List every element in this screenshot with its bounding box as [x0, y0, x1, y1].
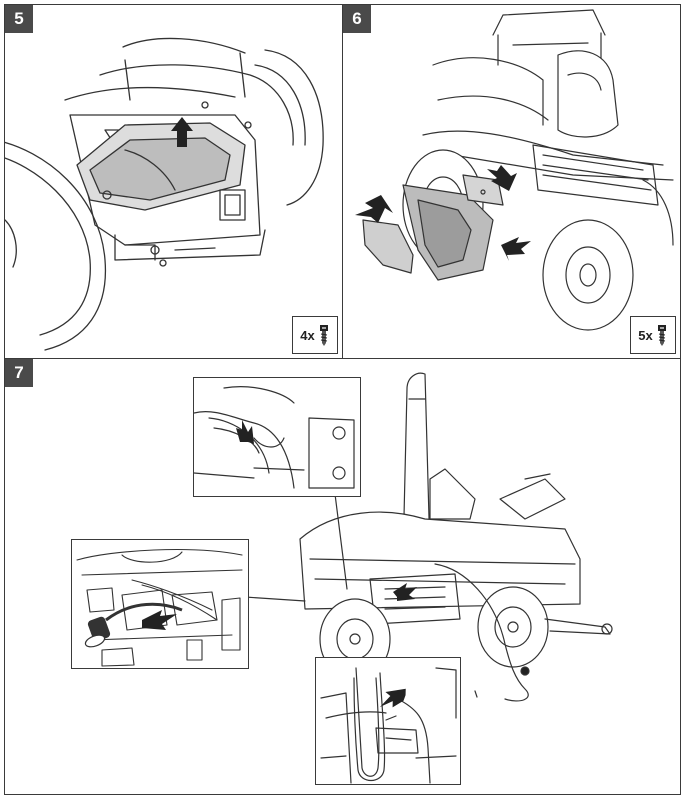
lift-arrow: [171, 117, 193, 147]
step-7-panel: 7: [4, 358, 681, 795]
step-6-quantity-box: 5x: [630, 316, 676, 354]
removal-arrows: [355, 165, 531, 261]
detail-inset-top-drawing: [194, 386, 355, 489]
step-5-illustration: [5, 37, 324, 351]
connector-plug: [84, 602, 183, 648]
detail-inset-bottom-drawing: [320, 667, 457, 784]
step-5-quantity-box: 4x: [292, 316, 338, 354]
step-6-illustration: [355, 9, 674, 331]
detail-inset-top: [193, 377, 361, 497]
screw-icon: [319, 325, 328, 346]
cable-routing-arrows: [393, 583, 417, 601]
step-6-badge: 6: [343, 5, 371, 33]
screw-icon: [657, 325, 666, 346]
step-7-badge: 7: [5, 359, 33, 387]
step-7-illustration: [244, 372, 613, 702]
step-5-panel: 5: [4, 4, 343, 359]
inset-left-arrow: [142, 610, 177, 630]
step-5-quantity: 4x: [300, 327, 315, 343]
step-5-badge: 5: [5, 5, 33, 33]
step-6-panel: 6: [342, 4, 681, 359]
detail-inset-bottom: [315, 657, 461, 785]
inset-bottom-arrow: [379, 688, 406, 708]
step-6-quantity: 5x: [638, 327, 653, 343]
detail-inset-left-drawing: [76, 548, 243, 667]
inset-top-arrow: [236, 420, 254, 444]
detail-inset-left: [71, 539, 249, 669]
